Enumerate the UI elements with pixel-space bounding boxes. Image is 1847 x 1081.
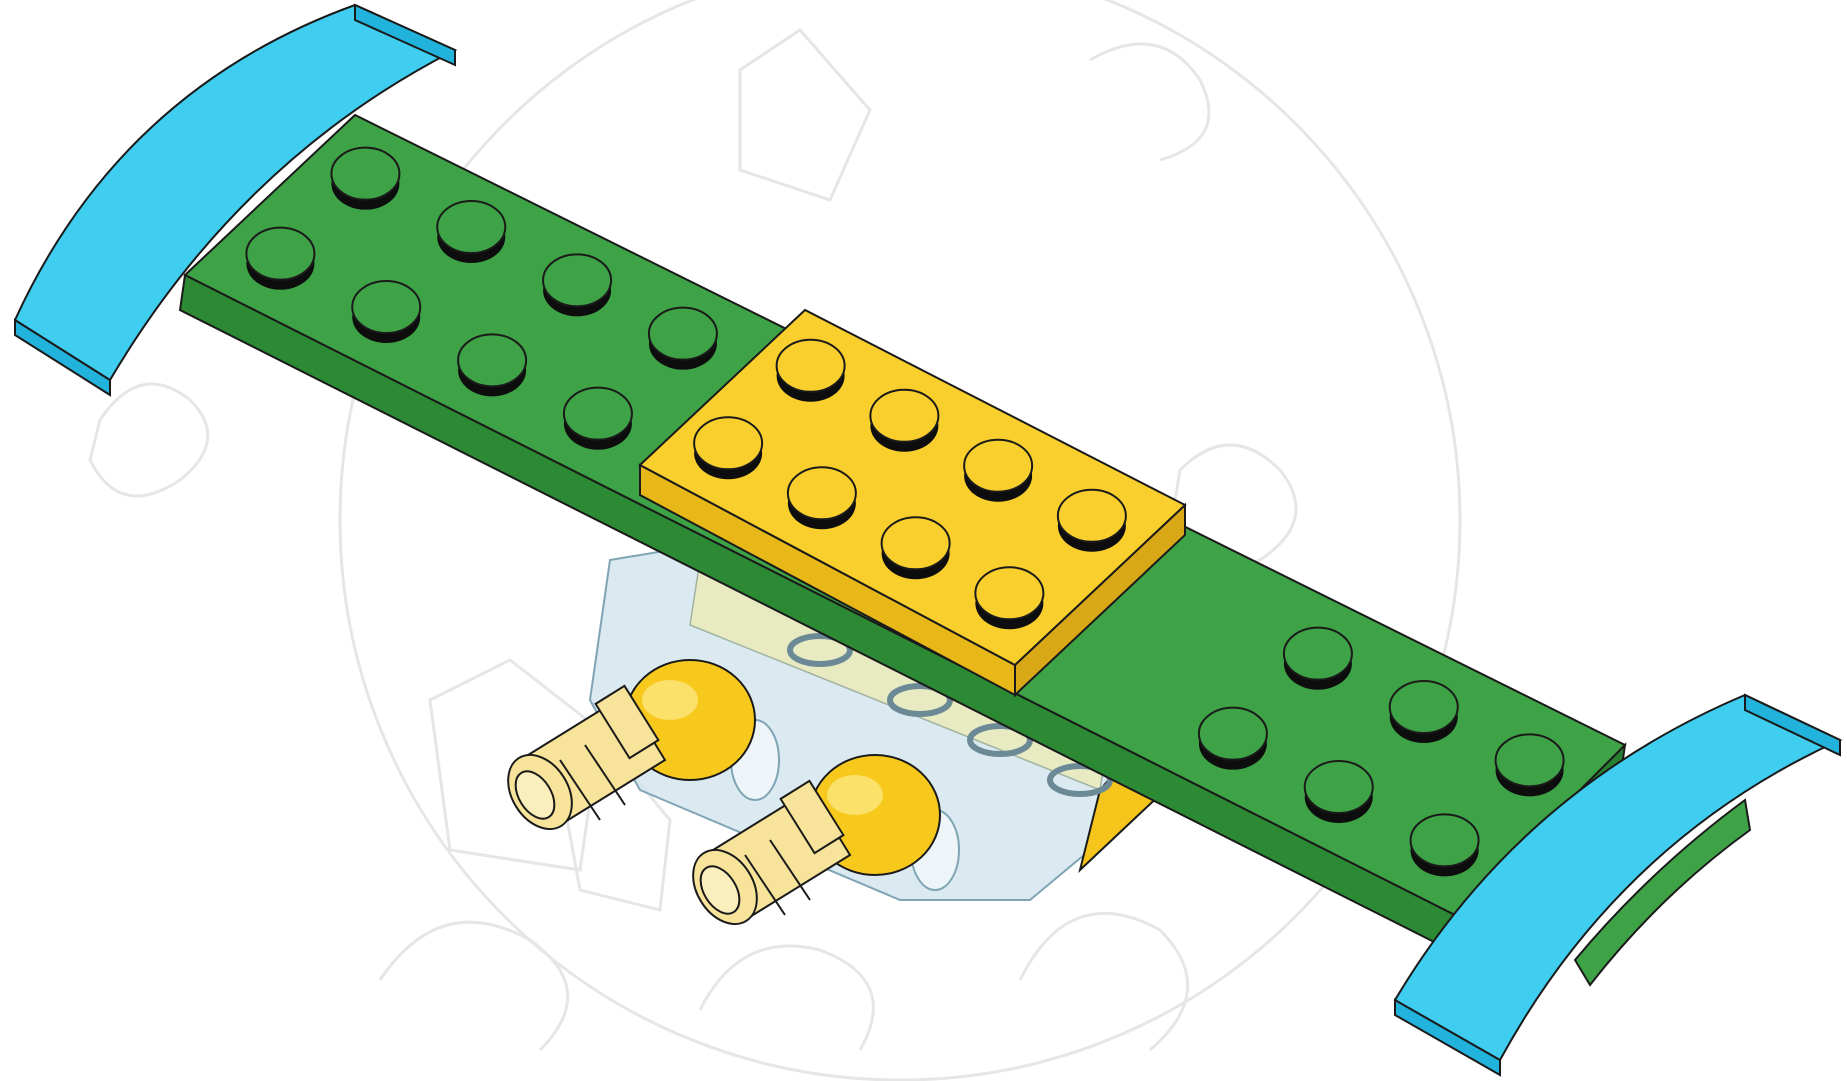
green-stud [543,254,611,316]
yellow-stud [1058,490,1126,552]
yellow-stud [777,340,845,402]
green-stud [1496,734,1564,796]
green-stud [437,201,505,263]
yellow-stud [964,440,1032,502]
green-stud [564,388,632,450]
green-stud [331,148,399,210]
green-stud [1199,708,1267,770]
yellow-stud [788,467,856,529]
green-stud [458,334,526,396]
green-stud [1390,681,1458,743]
green-stud [1305,761,1373,823]
friction-pin-left [495,686,665,841]
green-stud [649,308,717,370]
green-stud [352,281,420,343]
green-stud [246,228,314,290]
green-stud [1284,628,1352,690]
yellow-stud [694,417,762,479]
yellow-stud [870,390,938,452]
green-stud [1411,814,1479,876]
yellow-stud [882,517,950,579]
yellow-stud [975,567,1043,629]
